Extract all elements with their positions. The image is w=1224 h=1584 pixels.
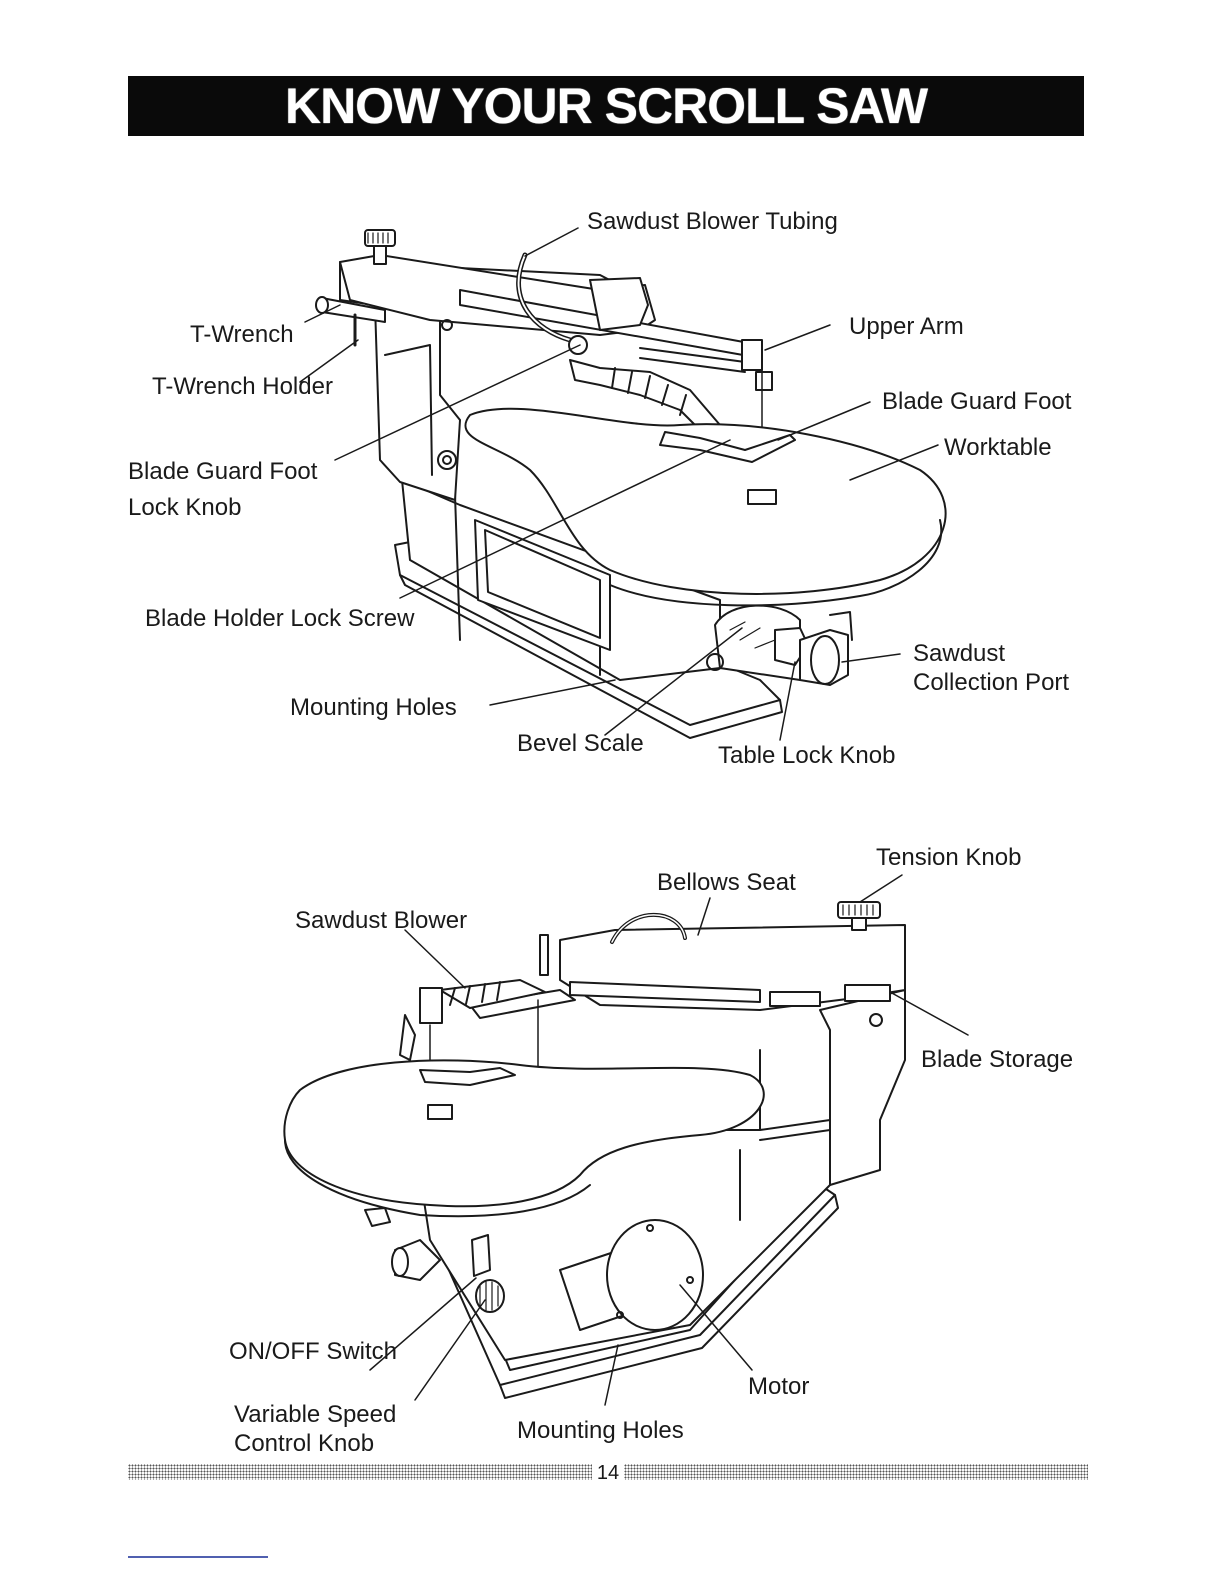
title-banner: KNOW YOUR SCROLL SAW xyxy=(128,76,1084,136)
label-blade-guard-foot-lock-knob-line1: Blade Guard Foot xyxy=(128,458,318,485)
label-motor: Motor xyxy=(748,1373,810,1400)
worktable-rear-shape xyxy=(283,1059,765,1208)
label-blade-storage: Blade Storage xyxy=(921,1046,1074,1073)
motor-shape xyxy=(606,1219,704,1331)
bottom-rule xyxy=(128,1556,268,1558)
label-mounting-holes-bottom: Mounting Holes xyxy=(517,1417,684,1444)
label-blade-holder-lock-screw: Blade Holder Lock Screw xyxy=(145,605,415,632)
label-sawdust-collection-port-line2: Collection Port xyxy=(913,669,1070,696)
worktable-shape xyxy=(464,407,947,595)
label-worktable: Worktable xyxy=(944,434,1052,461)
scroll-saw-front-illustration xyxy=(299,227,947,741)
label-table-lock-knob: Table Lock Knob xyxy=(718,742,896,769)
label-bellows-seat: Bellows Seat xyxy=(657,869,796,896)
label-sawdust-blower: Sawdust Blower xyxy=(295,907,468,934)
label-variable-speed-line2: Control Knob xyxy=(234,1430,375,1457)
page-title: KNOW YOUR SCROLL SAW xyxy=(284,78,928,134)
label-bevel-scale: Bevel Scale xyxy=(517,730,644,757)
label-t-wrench-holder: T-Wrench Holder xyxy=(152,373,333,400)
page-footer: 14 xyxy=(128,1462,1088,1484)
label-t-wrench: T-Wrench xyxy=(190,321,294,348)
front-window xyxy=(474,519,611,651)
label-blade-guard-foot: Blade Guard Foot xyxy=(882,388,1072,415)
leader-lines-bottom xyxy=(369,874,969,1406)
footer-dot-pattern-left xyxy=(128,1464,592,1480)
label-upper-arm: Upper Arm xyxy=(849,313,964,340)
footer-dot-pattern-right xyxy=(624,1464,1088,1480)
label-variable-speed-line1: Variable Speed xyxy=(234,1401,397,1428)
scroll-saw-rear-illustration xyxy=(283,874,969,1406)
label-sawdust-blower-tubing: Sawdust Blower Tubing xyxy=(587,208,838,235)
label-on-off-switch: ON/OFF Switch xyxy=(229,1338,398,1365)
on-off-switch-shape xyxy=(471,1234,491,1277)
label-mounting-holes-top: Mounting Holes xyxy=(290,694,457,721)
label-sawdust-collection-port-line1: Sawdust xyxy=(913,640,1006,667)
label-tension-knob: Tension Knob xyxy=(876,844,1022,871)
page-number: 14 xyxy=(596,1462,620,1484)
leader-lines-top xyxy=(299,227,939,741)
label-blade-guard-foot-lock-knob-line2: Lock Knob xyxy=(128,494,242,521)
